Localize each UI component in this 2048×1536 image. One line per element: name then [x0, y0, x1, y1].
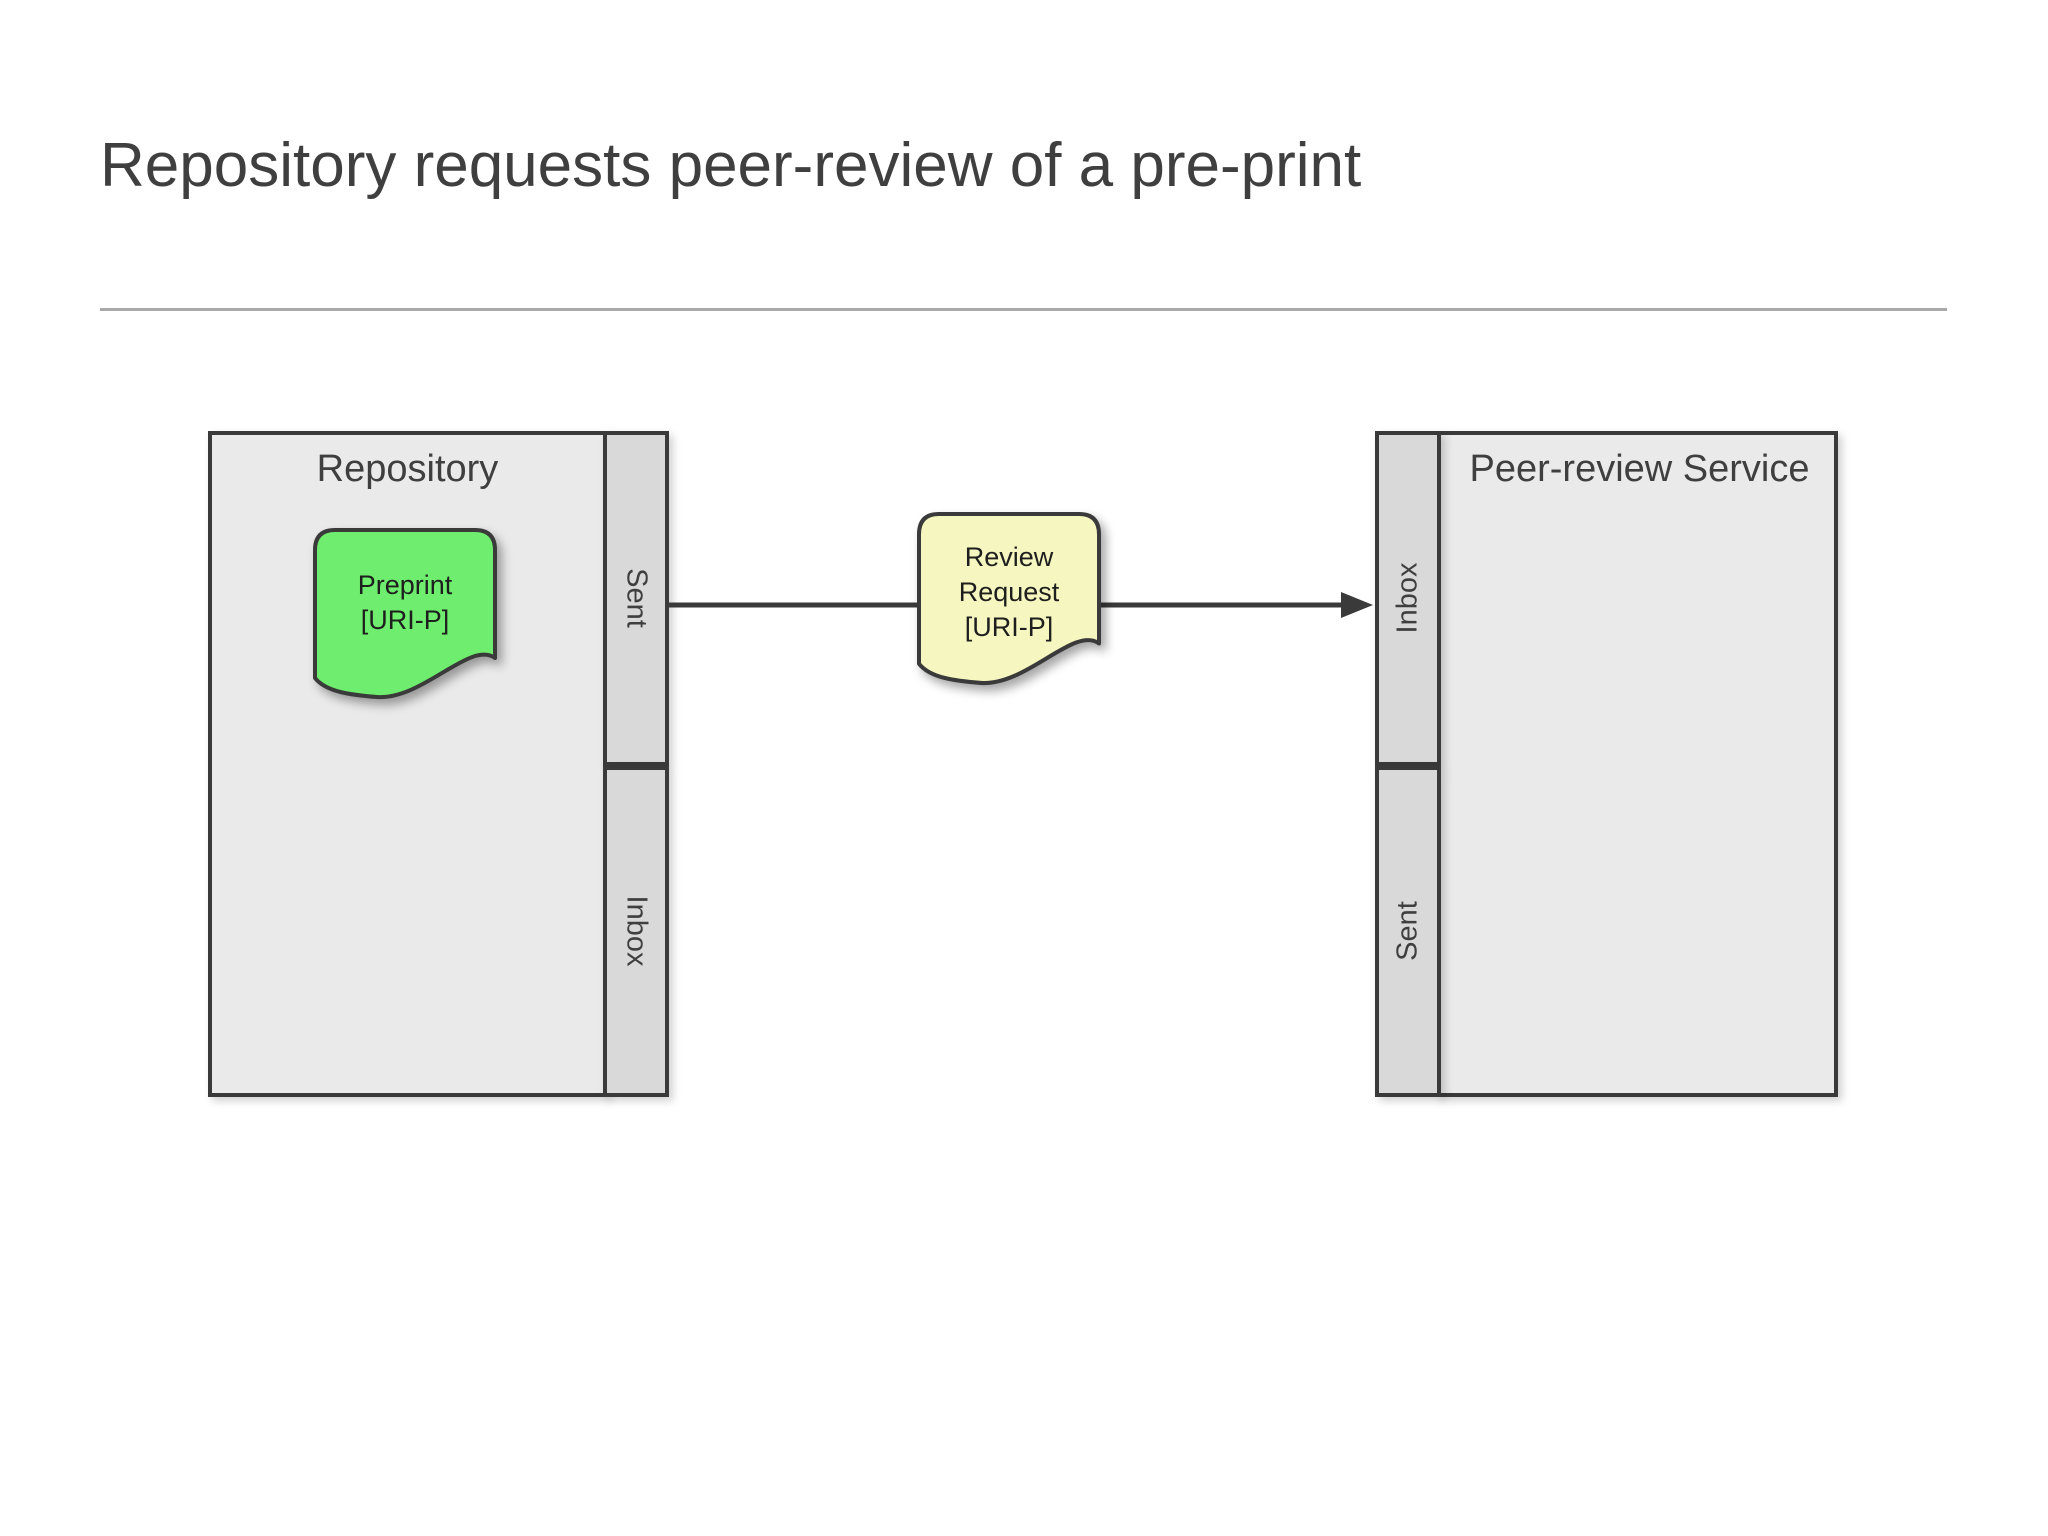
repository-inbox-label: Inbox: [620, 895, 653, 967]
review-request-note: Review Request [URI-P]: [917, 512, 1101, 672]
review-request-note-shape: [917, 511, 1101, 685]
peer-review-service-title: Peer-review Service: [1469, 448, 1810, 490]
message-arrowhead: [1341, 592, 1373, 618]
repository-sent-label: Sent: [620, 568, 653, 628]
preprint-note-line1: Preprint: [357, 570, 453, 600]
peer-review-sent-column: [1375, 766, 1441, 1097]
peer-review-inbox-label: Inbox: [1391, 562, 1424, 634]
review-request-line1: Review: [964, 541, 1054, 572]
page-title: Repository requests peer-review of a pre…: [100, 131, 1362, 200]
title-divider: [100, 308, 1947, 311]
peer-review-service-box: [1437, 431, 1838, 1097]
peer-review-sent-label: Sent: [1391, 901, 1424, 961]
preprint-note: Preprint [URI-P]: [313, 528, 497, 678]
review-request-line2: Request: [958, 576, 1060, 607]
repository-sent-column: [603, 431, 669, 766]
review-request-line3: [URI-P]: [964, 611, 1054, 642]
repository-inbox-column: [603, 766, 669, 1097]
preprint-note-shape: [313, 528, 497, 700]
preprint-note-line2: [URI-P]: [360, 605, 450, 635]
repository-title: Repository: [316, 448, 499, 490]
peer-review-inbox-column: [1375, 431, 1441, 766]
